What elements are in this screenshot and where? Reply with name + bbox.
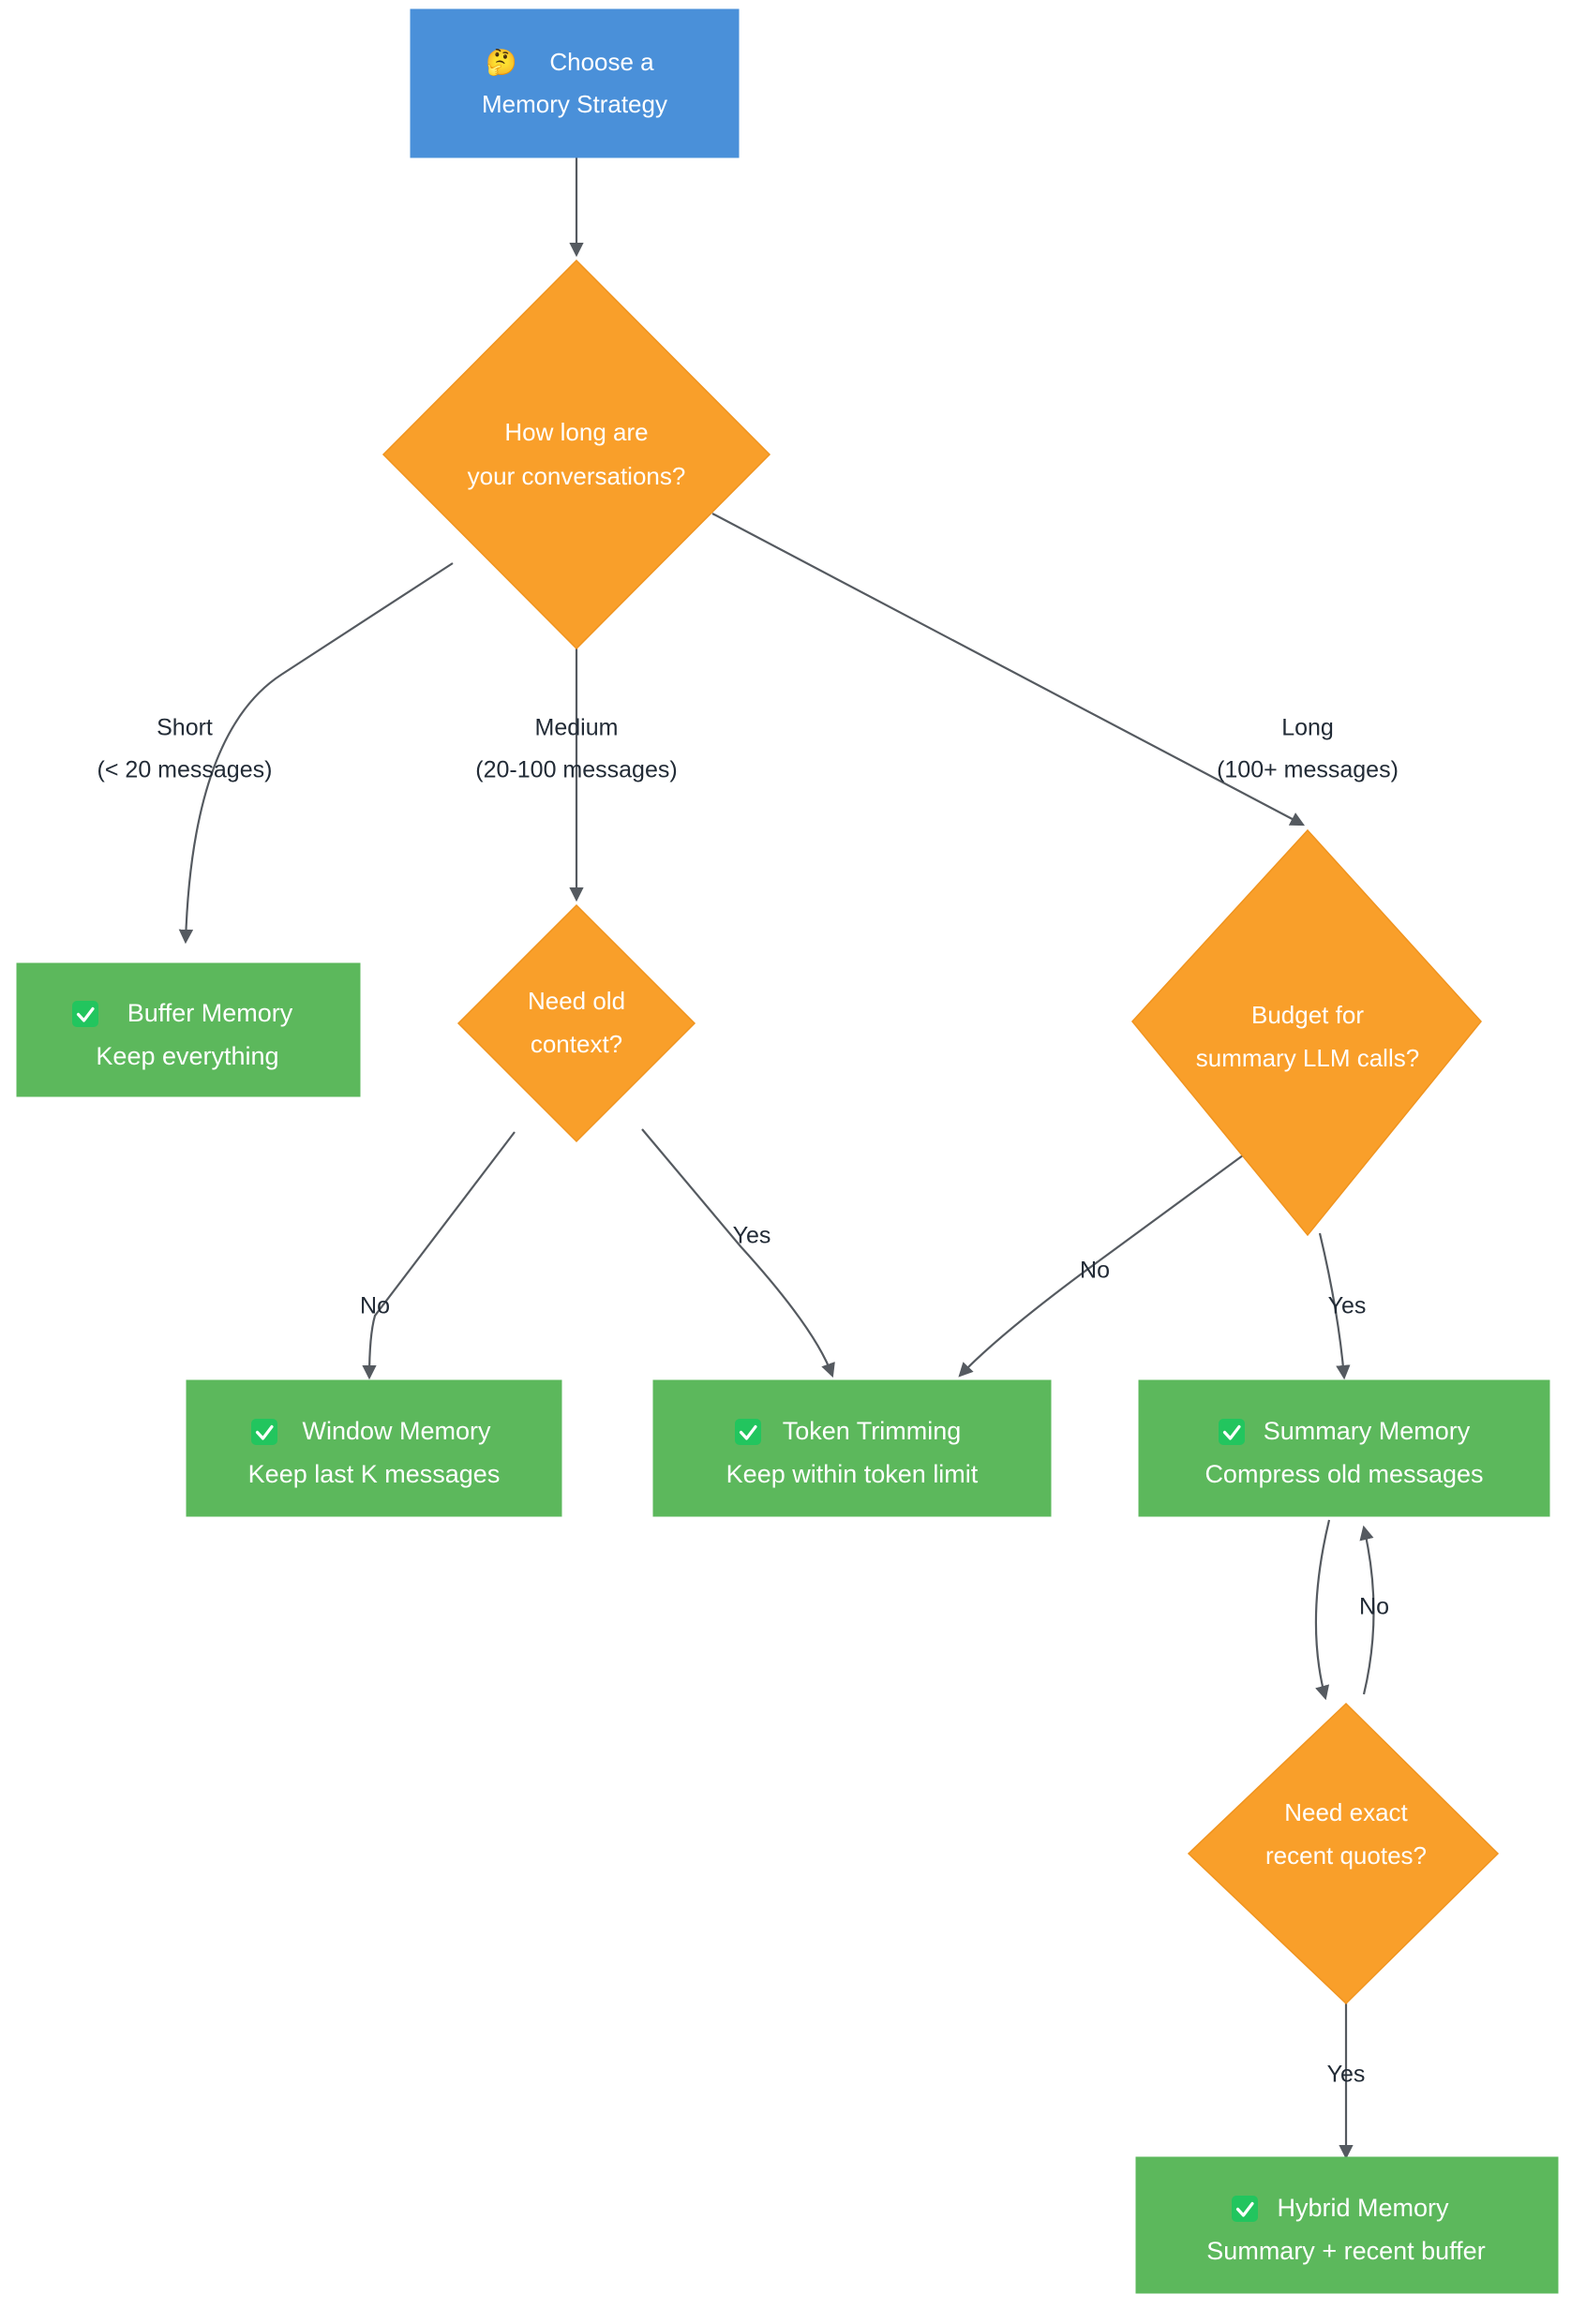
edge-label-long-line1: Long [1281,715,1334,741]
buffer-memory-subtitle: Keep everything [96,1042,278,1070]
edge-label-quotes-no: No [1359,1594,1389,1620]
edge-label-medium-line1: Medium [535,715,619,741]
node-decision-exact-recent-quotes[interactable]: Need exact recent quotes? [1187,1702,1500,2005]
edge-label-budget-yes: Yes [1328,1293,1367,1319]
decision-length-line2: your conversations? [468,462,686,490]
edge-label-quotes-yes: Yes [1327,2062,1366,2088]
node-decision-summary-budget[interactable]: Budget for summary LLM calls? [1131,828,1482,1237]
node-result-summary-memory[interactable]: Summary Memory Compress old messages [1138,1379,1550,1517]
decision-budget-diamond[interactable] [1131,828,1482,1237]
node-decision-need-old-context[interactable]: Need old context? [456,903,696,1143]
edge-labels-layer: Short (< 20 messages) Medium (20-100 mes… [97,715,1399,2088]
edge-budget-to-summary [1318,1232,1351,1380]
window-memory-title: Window Memory [302,1417,491,1445]
token-trimming-rect[interactable] [652,1379,1052,1517]
edge-oldcontext-to-window [362,1131,516,1380]
edge-label-budget-no: No [1080,1258,1110,1284]
decision-budget-line1: Budget for [1251,1001,1364,1029]
decision-old-context-line1: Need old [528,987,625,1015]
decision-length-diamond[interactable] [382,259,771,650]
node-choose-memory-strategy[interactable]: 🤔 Choose a Memory Strategy [410,8,740,158]
decision-quotes-diamond[interactable] [1187,1702,1500,2005]
edge-oldcontext-to-token [641,1128,835,1378]
thinking-face-emoji: 🤔 [486,49,517,78]
edge-length-to-buffer [178,562,454,945]
buffer-memory-title: Buffer Memory [127,999,293,1027]
edge-label-long-line2: (100+ messages) [1217,757,1399,783]
decision-budget-line2: summary LLM calls? [1196,1044,1419,1072]
hybrid-memory-subtitle: Summary + recent buffer [1206,2237,1485,2265]
node-result-hybrid-memory[interactable]: Hybrid Memory Summary + recent buffer [1135,2156,1559,2294]
edge-budget-to-token [958,1152,1248,1378]
decision-quotes-line2: recent quotes? [1265,1841,1427,1870]
edge-label-medium-line2: (20-100 messages) [475,757,677,783]
check-badge-icon [251,1419,277,1445]
check-badge-icon [1219,1419,1245,1445]
node-result-window-memory[interactable]: Window Memory Keep last K messages [186,1379,562,1517]
edge-label-oldcontext-no: No [360,1293,390,1319]
decision-old-context-diamond[interactable] [456,903,696,1143]
check-badge-icon [72,1001,98,1027]
edge-label-short-line1: Short [157,715,213,741]
summary-memory-subtitle: Compress old messages [1204,1460,1483,1488]
decision-old-context-line2: context? [531,1030,622,1058]
decision-quotes-line1: Need exact [1284,1798,1408,1826]
decision-length-line1: How long are [504,418,648,446]
edge-length-to-budget [711,513,1306,827]
buffer-memory-rect[interactable] [16,962,361,1097]
edge-label-short-line2: (< 20 messages) [97,757,273,783]
edges-layer [178,157,1375,2160]
edge-summary-to-quotes [1314,1519,1331,1701]
token-trimming-subtitle: Keep within token limit [726,1460,979,1488]
check-badge-icon [735,1419,761,1445]
check-badge-icon [1232,2196,1258,2222]
start-node-line1: Choose a [549,48,654,76]
edge-label-oldcontext-yes: Yes [733,1223,771,1249]
start-node-line2: Memory Strategy [482,90,667,118]
start-node-rect[interactable] [410,8,740,158]
hybrid-memory-title: Hybrid Memory [1277,2194,1449,2222]
node-result-buffer-memory[interactable]: Buffer Memory Keep everything [16,962,361,1097]
summary-memory-rect[interactable] [1138,1379,1550,1517]
edge-quotes-to-summary [1359,1525,1375,1695]
node-decision-conversation-length[interactable]: How long are your conversations? [382,259,771,650]
window-memory-subtitle: Keep last K messages [248,1460,501,1488]
hybrid-memory-rect[interactable] [1135,2156,1559,2294]
window-memory-rect[interactable] [186,1379,562,1517]
summary-memory-title: Summary Memory [1264,1417,1471,1445]
token-trimming-title: Token Trimming [783,1417,962,1445]
node-result-token-trimming[interactable]: Token Trimming Keep within token limit [652,1379,1052,1517]
